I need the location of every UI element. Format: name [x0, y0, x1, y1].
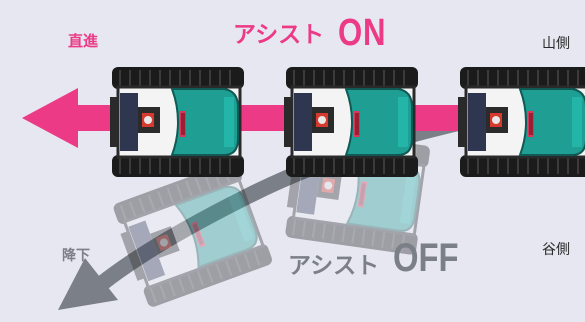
mountain-side-label: 山側	[542, 37, 570, 51]
assist-on-state: ON	[338, 14, 386, 52]
assist-off-state: OFF	[393, 238, 459, 278]
machine-off-2	[110, 160, 274, 309]
machine-on-3	[458, 67, 585, 177]
assist-off-label: アシスト	[288, 255, 379, 278]
valley-side-label: 谷側	[542, 243, 570, 257]
straight-label: 直進	[68, 34, 98, 49]
machine-on-2	[284, 67, 418, 177]
arrow-left-icon	[22, 88, 78, 148]
downhill-label: 降下	[62, 249, 90, 263]
assist-on-label: アシスト	[233, 24, 324, 47]
machine-on-1	[110, 67, 244, 177]
